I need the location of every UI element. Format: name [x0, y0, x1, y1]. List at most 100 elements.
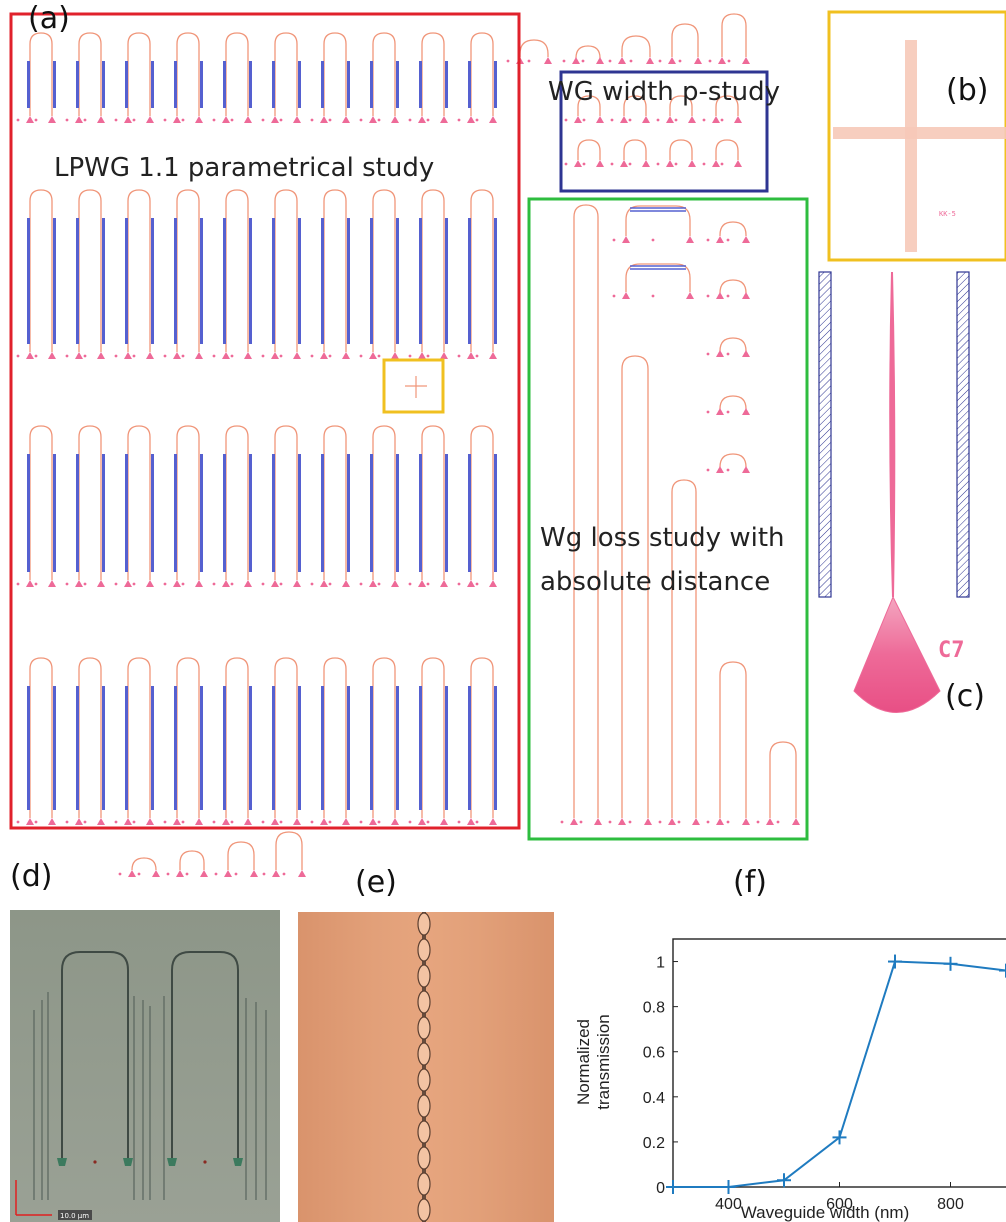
grating-coupler	[26, 818, 34, 825]
alignment-dot	[656, 118, 660, 122]
waveguide-loop	[470, 425, 494, 580]
alignment-dot	[359, 354, 363, 358]
grating-coupler	[489, 116, 497, 123]
grating-coupler	[688, 160, 696, 167]
grating-section	[249, 218, 252, 344]
scale-bar	[15, 1180, 52, 1216]
grating-coupler	[688, 116, 696, 123]
alignment-dot	[282, 872, 286, 876]
grating-coupler	[244, 116, 252, 123]
alignment-dot	[166, 872, 170, 876]
grating-section	[125, 454, 128, 572]
grating-coupler	[686, 292, 694, 299]
grating-coupler	[467, 116, 475, 123]
alignment-dot	[726, 468, 730, 472]
grating-coupler	[668, 818, 676, 825]
alignment-dot	[708, 59, 712, 63]
alignment-dot	[475, 354, 479, 358]
grating-section	[151, 218, 154, 344]
grating-coupler	[668, 57, 676, 64]
y-ticks: 00.20.40.60.81	[643, 955, 678, 1197]
grating-section	[151, 61, 154, 108]
x-axis-label: Waveguide width (nm)	[741, 1203, 910, 1222]
waveguide-loop	[131, 857, 157, 871]
alignment-dot	[359, 118, 363, 122]
waveguide-loop	[78, 32, 102, 116]
grating-coupler	[293, 352, 301, 359]
grating-coupler	[146, 352, 154, 359]
waveguide-loop	[29, 32, 53, 116]
alignment-dot	[560, 820, 564, 824]
waveguide-loop	[176, 189, 200, 352]
lpwg-study-box	[9, 12, 521, 830]
alignment-dot	[608, 820, 612, 824]
grating-section	[174, 686, 177, 810]
grating-coupler	[97, 116, 105, 123]
waveguide-loop	[127, 425, 151, 580]
grating-coupler	[716, 292, 724, 299]
microscope-image-waveguides: 10.0 µm	[10, 910, 280, 1222]
width-study-waveguides	[564, 95, 742, 167]
chip-layout-schematic: KK-5 C7	[9, 10, 1006, 877]
alignment-dot	[475, 118, 479, 122]
waveguide-loop	[372, 425, 396, 580]
wg-loss-study-caption-line1: Wg loss study with	[540, 523, 785, 553]
grating-section	[76, 686, 79, 810]
alignment-dot	[702, 162, 706, 166]
grating-coupler	[642, 160, 650, 167]
alignment-dot	[279, 582, 283, 586]
waveguide-loop	[323, 425, 347, 580]
x-tick-label: 400	[715, 1196, 742, 1213]
alignment-dot	[457, 354, 461, 358]
grating-section	[102, 218, 105, 344]
grating-coupler	[250, 870, 258, 877]
alignment-dot	[65, 118, 69, 122]
grating-coupler	[418, 352, 426, 359]
waveguide-loop	[669, 139, 693, 160]
loss-study-waveguides	[560, 204, 800, 825]
grating-coupler	[222, 352, 230, 359]
grating-coupler	[224, 870, 232, 877]
alignment-dot	[132, 820, 136, 824]
alignment-dot	[279, 118, 283, 122]
alignment-dot	[706, 238, 710, 242]
grating-coupler	[742, 466, 750, 473]
alignment-dot	[83, 118, 87, 122]
grating-section	[468, 686, 471, 810]
data-point	[943, 956, 958, 971]
alignment-dot	[408, 118, 412, 122]
grating-coupler	[489, 580, 497, 587]
grating-coupler	[173, 352, 181, 359]
grating-coupler	[572, 57, 580, 64]
waveguide-loop	[176, 32, 200, 116]
grating-coupler	[440, 352, 448, 359]
grating-section	[370, 686, 373, 810]
modulation-period	[417, 964, 431, 988]
waveguide-loop	[127, 32, 151, 116]
grating-coupler	[320, 116, 328, 123]
grating-coupler	[686, 236, 694, 243]
grating-coupler	[489, 818, 497, 825]
grating-coupler	[716, 350, 724, 357]
alignment-dot	[610, 118, 614, 122]
alignment-dot	[726, 294, 730, 298]
grating-coupler	[26, 116, 34, 123]
grating-section	[468, 218, 471, 344]
grating-coupler	[792, 818, 800, 825]
grating-section	[321, 686, 324, 810]
alignment-dot	[426, 118, 430, 122]
waveguide-loop	[227, 841, 255, 870]
alignment-dot	[408, 820, 412, 824]
grating-coupler	[418, 116, 426, 123]
grating-section	[125, 61, 128, 108]
grating-coupler	[712, 160, 720, 167]
waveguide-loop	[671, 23, 699, 57]
grating-coupler	[574, 160, 582, 167]
alignment-dot	[34, 118, 38, 122]
grating-coupler	[391, 352, 399, 359]
waveguide-loop	[421, 189, 445, 352]
waveguide-loop	[323, 32, 347, 116]
grating-coupler	[152, 870, 160, 877]
grating-coupler	[594, 818, 602, 825]
grating-section	[298, 61, 301, 108]
